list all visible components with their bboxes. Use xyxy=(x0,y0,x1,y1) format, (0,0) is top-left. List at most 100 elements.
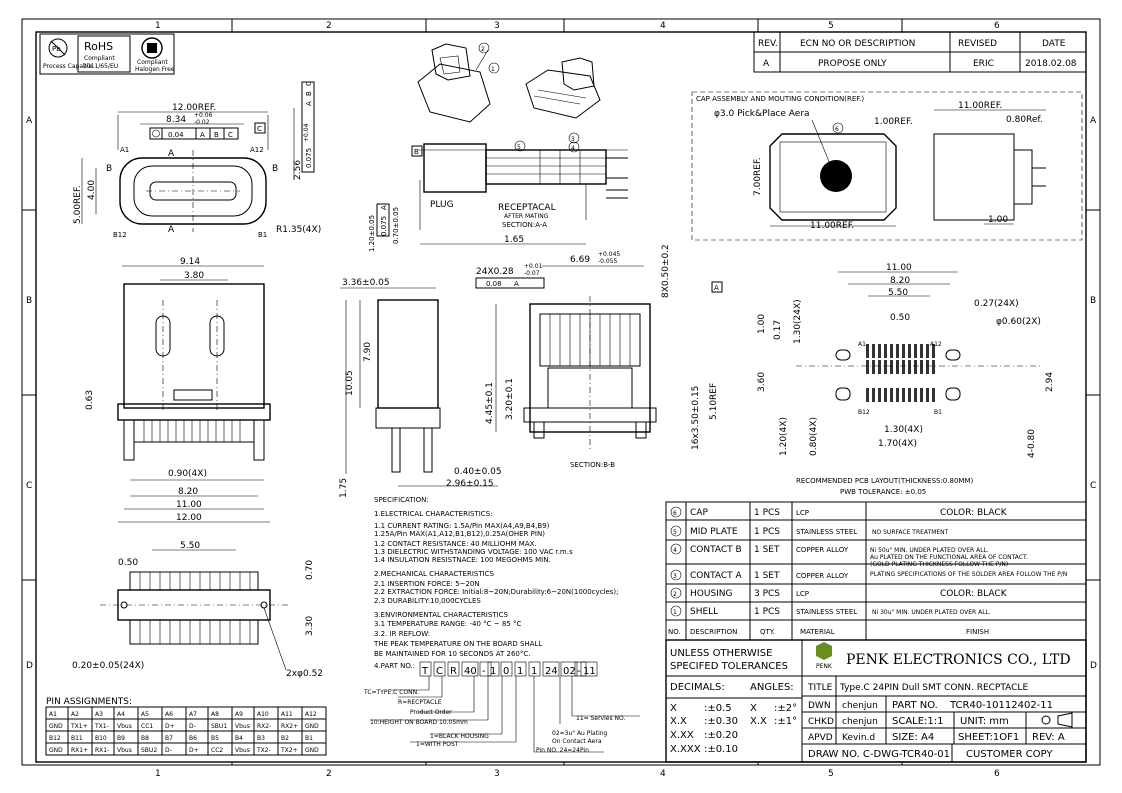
pin-cell: A5 xyxy=(141,711,149,718)
tb-tol-k: X.X xyxy=(670,716,687,727)
tol-v: +0.04 xyxy=(303,123,310,142)
plug-label: PLUG xyxy=(430,200,454,210)
datum-c: C xyxy=(257,125,262,133)
dim-side-6: 1.75 xyxy=(339,478,349,498)
cap-d6: 1.00 xyxy=(988,215,1008,225)
dim-front-h: 5.00REF. xyxy=(73,185,83,224)
tol-dn: -0.055 xyxy=(598,258,618,265)
tb-rev: REV: A xyxy=(1032,732,1065,743)
front-b1: B1 xyxy=(258,231,267,239)
pin-cell: CC1 xyxy=(141,723,153,730)
bom-desc: SHELL xyxy=(690,607,718,617)
dim-aa-2: 0.70±0.05 xyxy=(392,207,400,244)
bottom-view: 5.50 0.50 0.70 3.30 0.20±0.05(24X) 2xφ0.… xyxy=(72,541,323,679)
outer-border xyxy=(21,18,1101,766)
bom-desc: HOUSING xyxy=(690,589,733,599)
pin-cell: A3 xyxy=(95,711,103,718)
tb-copy: CUSTOMER COPY xyxy=(966,749,1053,760)
section-bb-title: SECTION:B-B xyxy=(570,461,615,469)
dim-radius: R1.35(4X) xyxy=(276,225,321,235)
front-a1: A1 xyxy=(120,146,129,154)
pn-l4: 10:HEIGHT ON BOARD 10.05mm xyxy=(370,719,468,726)
pin-cell: D+ xyxy=(165,723,175,730)
dim-side-4: 0.40±0.05 xyxy=(454,467,502,477)
bom-mat: STAINLESS STEEL xyxy=(796,608,857,616)
pn-char: 24 xyxy=(545,666,558,677)
bom-finish: Ni 30u" MIN. UNDER PLATED OVER ALL. xyxy=(872,609,991,616)
col-label: 6 xyxy=(994,769,1000,779)
pin-cell: TX2- xyxy=(256,747,271,754)
fcf-c: C xyxy=(228,131,233,139)
pin-title: PIN ASSIGNMENTS: xyxy=(46,697,132,707)
spec-line: BE MAINTAINED FOR 10 SECONDS AT 260°C. xyxy=(374,650,530,658)
pn-box xyxy=(487,661,500,677)
bom-qty: 1 PCS xyxy=(754,527,780,537)
bom-finish-extra: Au PLATED ON THE FUNCTIONAL AREA OF CONT… xyxy=(870,554,1028,561)
bom-h-no: NO. xyxy=(668,628,681,636)
fcf-b: B xyxy=(214,131,219,139)
bom-qty: 1 SET xyxy=(754,571,780,581)
tb-part-lbl: PART NO. xyxy=(892,700,938,711)
tb-tol-k: X.XX xyxy=(670,730,694,741)
bom-finish-extra: PLATING SPECIFICATIONS OF THE SOLDER ARE… xyxy=(870,571,1067,578)
spec-line: 4.PART NO.: xyxy=(374,662,415,670)
section-a: A xyxy=(168,149,175,159)
row-label: C xyxy=(26,481,32,491)
pn-l10: Pin NO. 24=24Pin xyxy=(536,747,589,754)
spec-line: 1.ELECTRICAL CHARACTERISTICS: xyxy=(374,510,493,518)
tb-drawno: DRAW NO. C-DWG-TCR40-01 xyxy=(808,749,950,760)
pcb-d4: 0.50 xyxy=(890,313,910,323)
front-view: 12.00REF. 8.34 +0.06 -0.02 0.04 A B C C … xyxy=(73,81,321,239)
halogen-free-icon xyxy=(141,37,163,59)
dim-side-3: 10.05 xyxy=(345,370,355,396)
tb-tol-v: :±0.30 xyxy=(704,716,738,727)
pn-char: 0 xyxy=(503,666,509,677)
pn-box xyxy=(574,661,587,677)
tb-size: SIZE: A4 xyxy=(892,732,934,743)
spec-line: 3.2. IR REFLOW: xyxy=(374,630,430,638)
cap-d5: 0.80Ref. xyxy=(1006,115,1043,125)
dim-side-1: 3.36±0.05 xyxy=(342,278,390,288)
tb-tol-k: X.XXX xyxy=(670,744,701,755)
bom-h-finish: FINISH xyxy=(966,628,989,636)
spec-line: 2.3 DURABILITY:10,000CYCLES xyxy=(374,597,481,605)
pb-label: Pb xyxy=(52,45,61,53)
row-label: D xyxy=(26,661,33,671)
pin-cell: TX1+ xyxy=(70,723,88,730)
pin-cell: A2 xyxy=(71,711,79,718)
front-a12: A12 xyxy=(250,146,264,154)
ecn-header: ECN NO OR DESCRIPTION xyxy=(800,39,915,49)
bot-d5: 0.20±0.05(24X) xyxy=(72,661,144,671)
cap-d1: 1.00REF. xyxy=(874,117,913,127)
pn-box xyxy=(447,661,460,677)
pcb-d10: 3.60 xyxy=(757,372,767,392)
iso-views: 2 1 xyxy=(417,42,601,123)
grid-ticks xyxy=(22,19,1100,765)
bom-qty: 1 SET xyxy=(754,545,780,555)
halogen-line2: Halogen Free xyxy=(135,66,175,73)
col-label: 2 xyxy=(326,21,332,31)
pin-cell: GND xyxy=(49,747,63,754)
pin-cell: B3 xyxy=(257,735,265,742)
spec-line: 2.1 INSERTION FORCE: 5~20N xyxy=(374,580,480,588)
tb-chkd-lbl: CHKD xyxy=(808,717,834,727)
pcb-b12: B12 xyxy=(858,409,870,416)
tb-ang-k: X xyxy=(750,703,757,714)
bom-finish-extra: (GOLD PLATING THICKNESS FOLLOW THE P/N) xyxy=(870,561,1008,568)
bom-h-qty: QTY. xyxy=(760,628,775,636)
pick-place-area xyxy=(820,160,852,192)
dim-side-5: 2.96±0.15 xyxy=(446,479,494,489)
pin-cell: B1 xyxy=(305,735,313,742)
pn-char: - xyxy=(577,666,581,677)
col-label: 5 xyxy=(828,21,834,31)
dim-front-v: 2.56 xyxy=(293,160,303,180)
fcf-bb-a: A xyxy=(514,280,519,288)
rev-value: A xyxy=(763,59,770,69)
bom-desc: CONTACT B xyxy=(690,545,742,555)
pin-cell: D- xyxy=(189,723,196,730)
pin-cell: A7 xyxy=(189,711,197,718)
bom-finish: COLOR: BLACK xyxy=(940,508,1008,518)
pn-char: 1 xyxy=(531,666,537,677)
